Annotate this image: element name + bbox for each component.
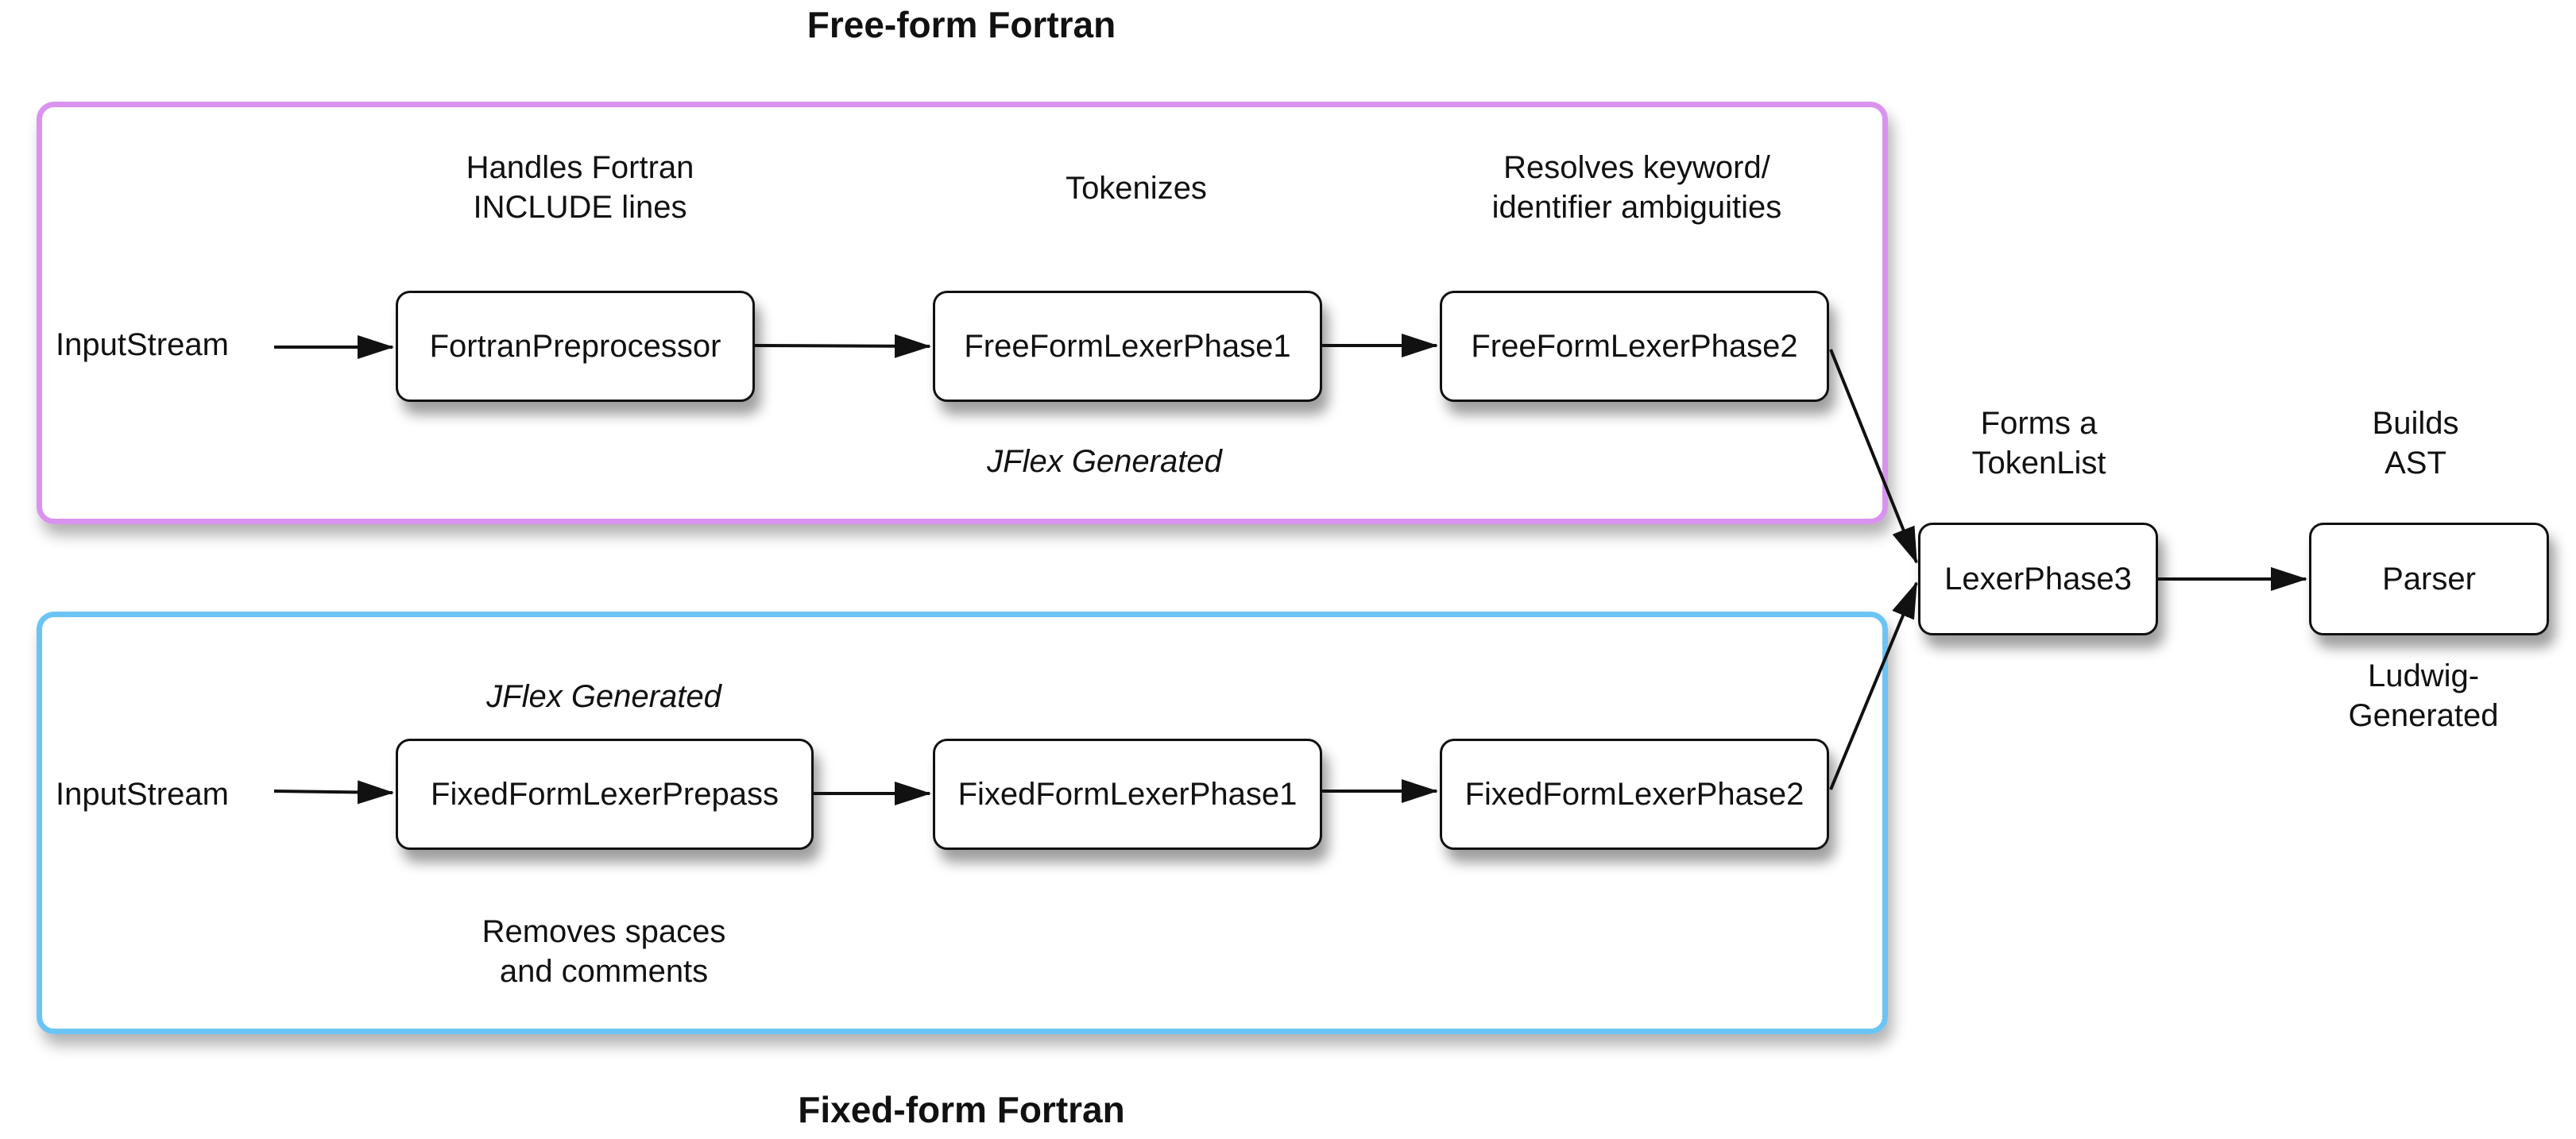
parser-label: Parser — [2382, 561, 2476, 597]
arrow-free-phase2-to-lexer-phase3 — [1829, 349, 1918, 564]
resolves-annotation: Resolves keyword/ identifier ambiguities — [1491, 150, 1782, 225]
fixed-form-jflex-annotation: JFlex Generated — [486, 679, 721, 714]
fixed-form-title: Fixed-form Fortran — [798, 1089, 1125, 1130]
free-form-input-label: InputStream — [56, 327, 229, 362]
parser-bottom-annotation: Ludwig- Generated — [2348, 658, 2499, 733]
fixed-form-lexer-phase2-label: FixedFormLexerPhase2 — [1464, 776, 1804, 812]
free-form-lexer-phase1-node: FreeFormLexerPhase1 — [933, 291, 1322, 402]
free-form-jflex-annotation: JFlex Generated — [987, 444, 1222, 479]
free-form-group — [37, 102, 1888, 524]
parser-top-annotation: Builds AST — [2372, 406, 2459, 481]
free-form-title: Free-form Fortran — [806, 4, 1116, 45]
fixed-form-lexer-prepass-label: FixedFormLexerPrepass — [431, 776, 779, 812]
free-form-lexer-phase2-node: FreeFormLexerPhase2 — [1440, 291, 1829, 402]
fixed-form-lexer-prepass-node: FixedFormLexerPrepass — [396, 739, 814, 850]
prepass-annotation: Removes spaces and comments — [482, 914, 726, 989]
fixed-form-input-label: InputStream — [56, 777, 229, 812]
arrow-fixed-phase2-to-lexer-phase3 — [1829, 581, 1918, 790]
parser-node: Parser — [2309, 523, 2549, 635]
tokenizes-annotation: Tokenizes — [1066, 171, 1207, 206]
arrow-input-to-prepass — [273, 780, 394, 805]
fixed-form-lexer-phase1-node: FixedFormLexerPhase1 — [933, 739, 1322, 850]
free-form-lexer-phase1-label: FreeFormLexerPhase1 — [964, 328, 1291, 364]
free-form-lexer-phase2-label: FreeFormLexerPhase2 — [1471, 328, 1798, 364]
fixed-form-lexer-phase2-node: FixedFormLexerPhase2 — [1440, 739, 1829, 850]
lexer-phase3-label: LexerPhase3 — [1944, 561, 2132, 597]
fixed-form-lexer-phase1-label: FixedFormLexerPhase1 — [957, 776, 1298, 812]
lexer-phase3-node: LexerPhase3 — [1918, 523, 2158, 635]
lexer-phase3-annotation: Forms a TokenList — [1971, 406, 2106, 481]
fixed-form-group — [37, 612, 1888, 1034]
fortran-preprocessor-node: FortranPreprocessor — [396, 291, 755, 402]
preprocessor-annotation: Handles Fortran INCLUDE lines — [466, 150, 694, 225]
fortran-preprocessor-label: FortranPreprocessor — [429, 328, 721, 364]
